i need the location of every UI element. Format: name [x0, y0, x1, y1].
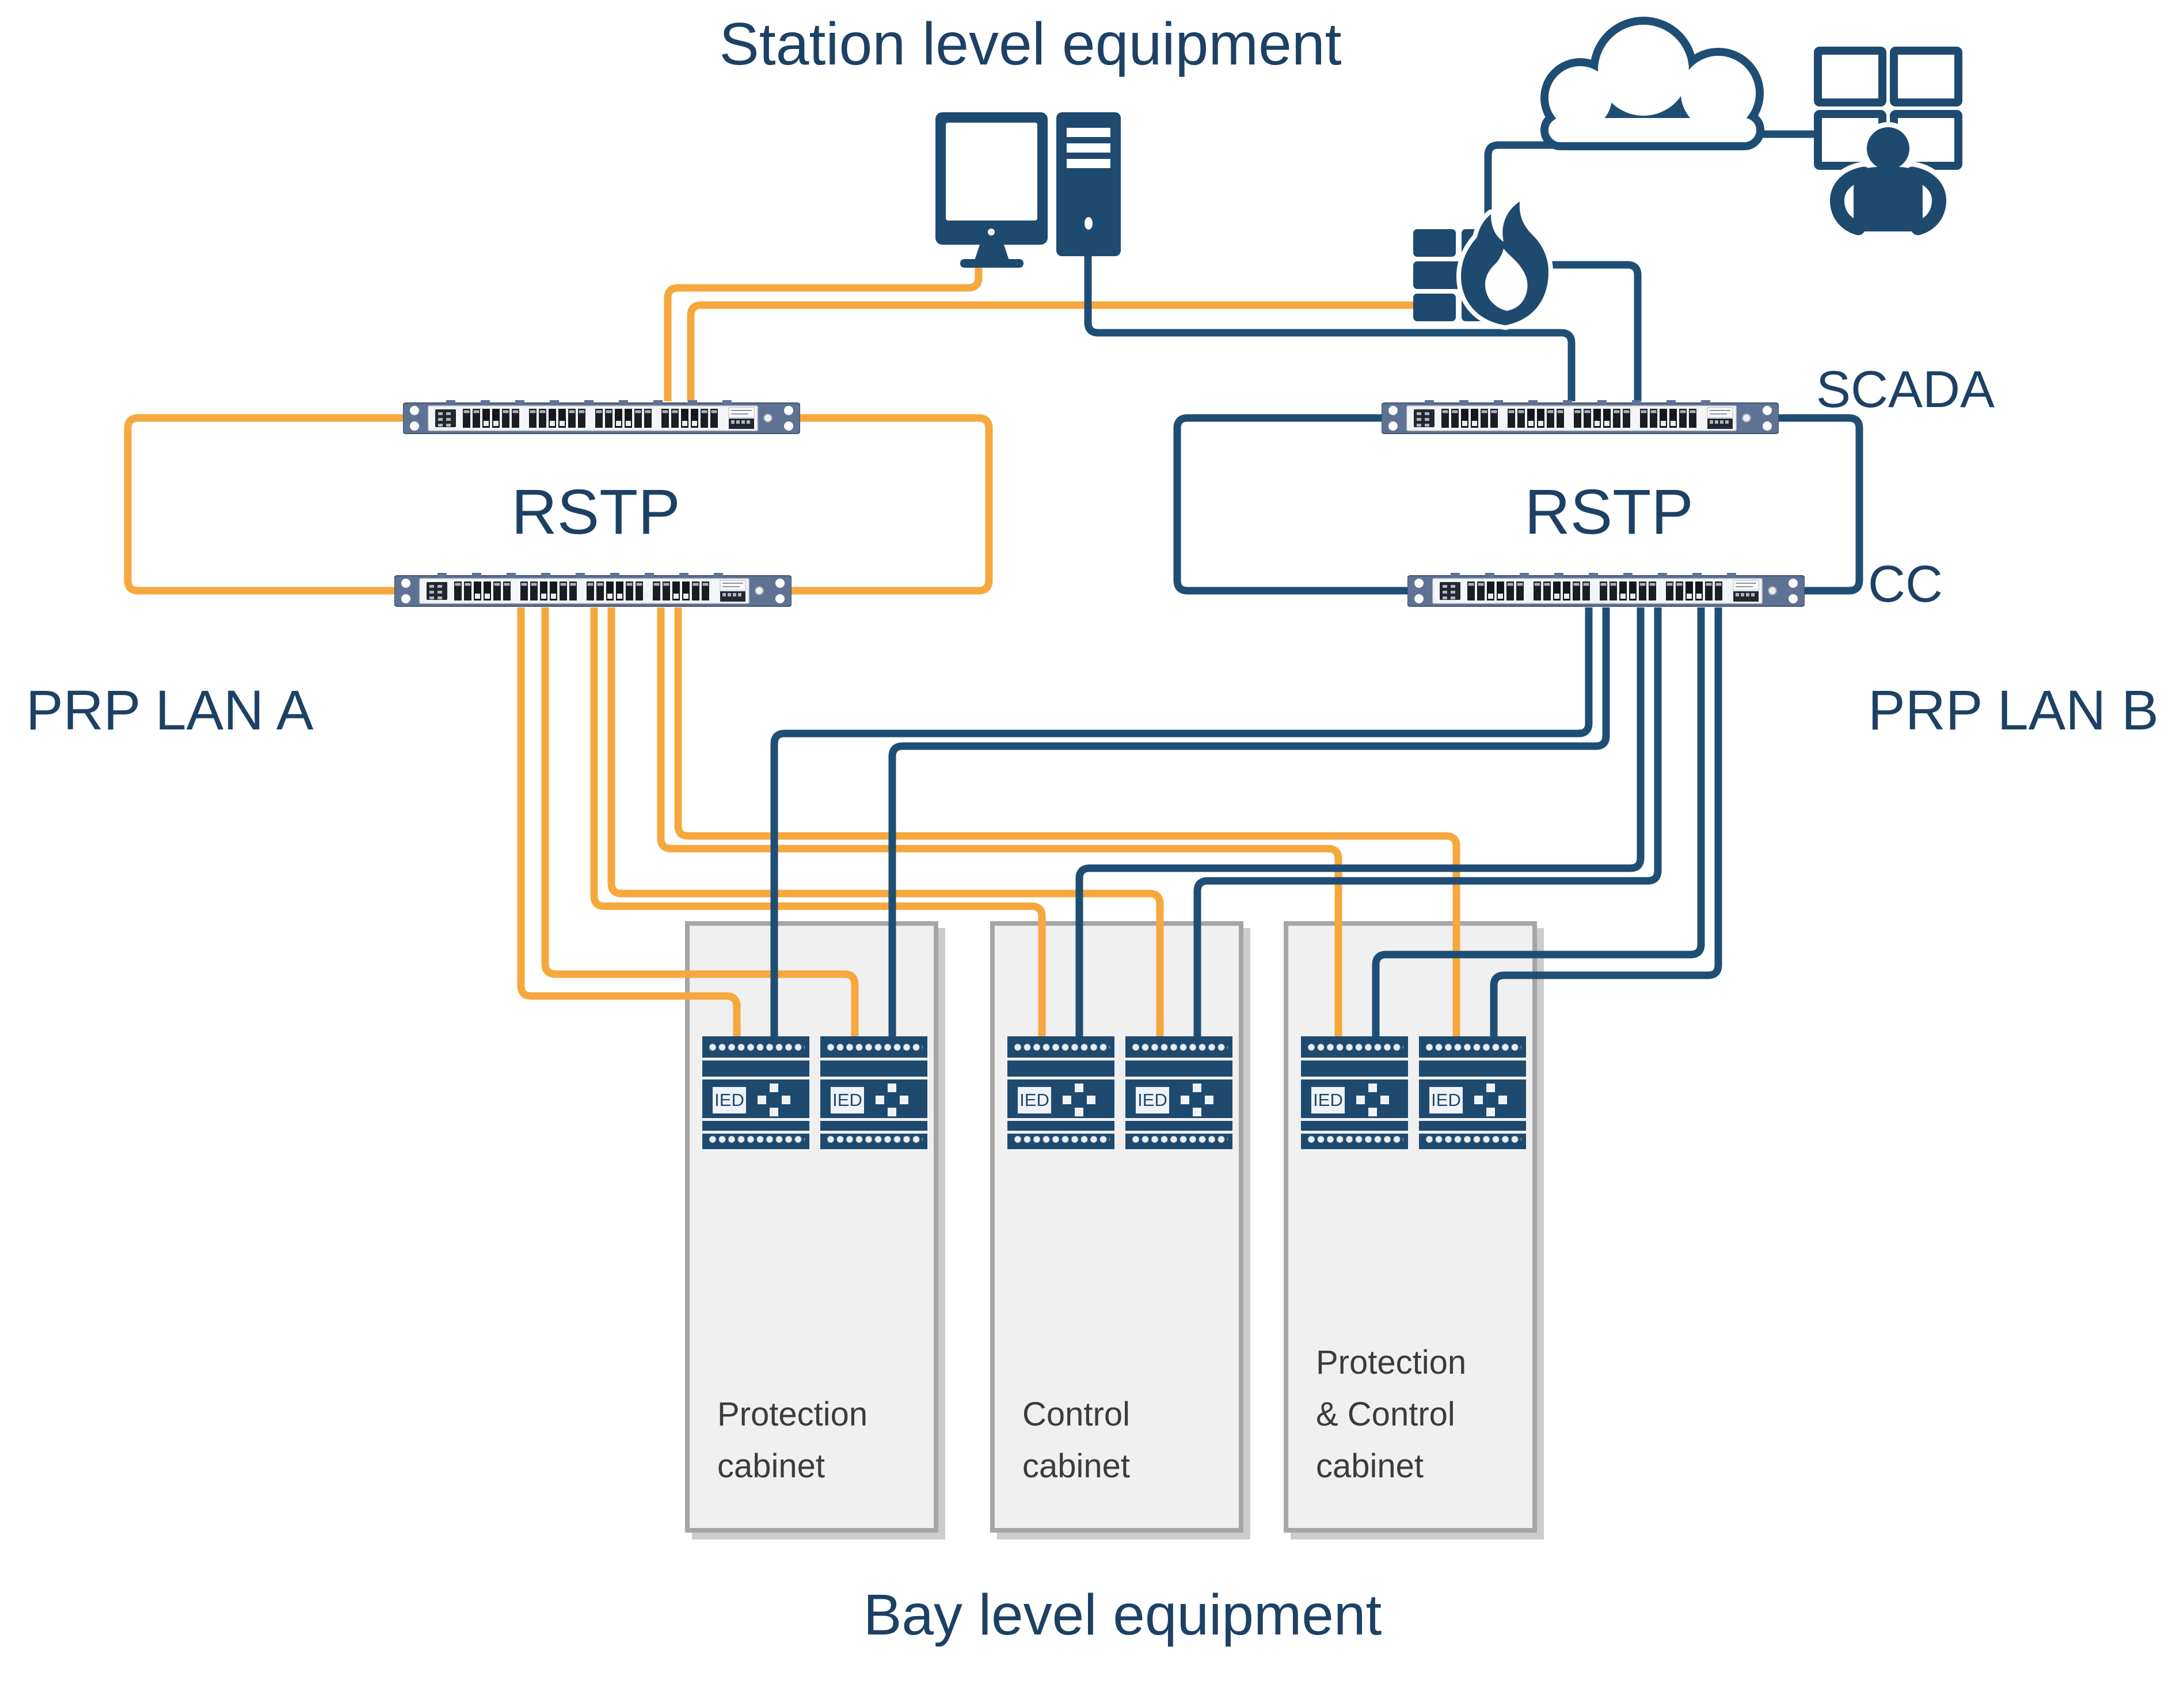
- workstation-to-lan-a-cable: [664, 259, 983, 401]
- cabinet-label-line: cabinet: [1316, 1447, 1424, 1485]
- led-square: [782, 1096, 790, 1104]
- led-square: [1087, 1096, 1095, 1104]
- led-square: [1205, 1096, 1213, 1104]
- flame-icon: [1456, 197, 1553, 330]
- terminal-screws: [708, 1041, 805, 1053]
- prp-lan-a-label: PRP LAN A: [26, 679, 314, 742]
- lan-a-ring: [124, 414, 993, 595]
- terminal-screws: [1425, 1041, 1521, 1053]
- led-square: [1474, 1096, 1483, 1104]
- led-square: [1486, 1084, 1495, 1092]
- terminal-screws: [826, 1134, 923, 1145]
- led-square: [770, 1108, 778, 1116]
- control-cabinet: Control cabinet: [990, 921, 1243, 1533]
- led-square: [1368, 1108, 1377, 1116]
- led-square: [1193, 1084, 1201, 1092]
- ied-device-4: IED: [1125, 1036, 1232, 1149]
- led-square: [876, 1096, 884, 1104]
- rstp-label-lan-b: RSTP: [1524, 477, 1694, 548]
- terminal-screws: [1425, 1134, 1521, 1145]
- led-square: [1181, 1096, 1189, 1104]
- workstation-icon: [935, 112, 1121, 268]
- led-square: [1193, 1108, 1201, 1116]
- ied-device-5: IED: [1301, 1036, 1408, 1149]
- terminal-screws: [1307, 1041, 1403, 1053]
- ied-label: IED: [1136, 1087, 1169, 1113]
- led-square: [1486, 1108, 1495, 1116]
- cabinet-label: Control cabinet: [1022, 1389, 1130, 1492]
- terminal-screws: [1131, 1041, 1228, 1053]
- cabinet-label: Protection & Control cabinet: [1316, 1337, 1466, 1492]
- scada-label-line: SCADA: [1816, 361, 1995, 419]
- ied-device-1: IED: [702, 1036, 809, 1149]
- scada-cc-label: SCADA CC: [1761, 228, 2049, 746]
- cloud-icon: [1540, 17, 1764, 150]
- terminal-screws: [708, 1134, 805, 1145]
- computer-tower-icon: [1056, 112, 1121, 256]
- led-square: [888, 1084, 896, 1092]
- firewall-icon: [1413, 197, 1553, 330]
- rstp-label-lan-a: RSTP: [511, 477, 680, 548]
- operator-person-icon: [1824, 122, 1952, 241]
- led-square: [888, 1108, 896, 1116]
- lan-a-ied-cables: [517, 607, 1460, 1037]
- network-switch-lan-b-bottom: [1407, 573, 1805, 606]
- led-square: [1075, 1108, 1083, 1116]
- cabinet-label-line: Protection: [1316, 1344, 1467, 1381]
- led-square: [1063, 1096, 1071, 1104]
- led-square: [758, 1096, 766, 1104]
- led-square: [1498, 1096, 1507, 1104]
- terminal-screws: [1013, 1041, 1110, 1053]
- terminal-screws: [1131, 1134, 1228, 1145]
- led-square: [900, 1096, 908, 1104]
- scada-operator-icon: [1814, 47, 1962, 241]
- lan-b-ring: [1173, 414, 1863, 595]
- ied-device-6: IED: [1419, 1036, 1526, 1149]
- firewall-to-lan-a-cable: [687, 301, 1415, 401]
- protection-cabinet: Protection cabinet: [685, 921, 938, 1533]
- cabinet-label-line: cabinet: [1022, 1447, 1131, 1485]
- ied-label: IED: [713, 1087, 746, 1113]
- scada-monitors-icon: [1814, 47, 1962, 170]
- cabinet-label-line: & Control: [1316, 1396, 1455, 1433]
- led-square: [1368, 1084, 1377, 1092]
- cabinet-label-line: Protection: [717, 1396, 868, 1433]
- ied-label: IED: [1311, 1087, 1345, 1113]
- network-switch-lan-a-top: [403, 400, 800, 434]
- cabinet-label-line: Control: [1022, 1396, 1130, 1433]
- network-switch-lan-a-bottom: [394, 573, 792, 606]
- network-switch-lan-b-top: [1382, 400, 1779, 434]
- ied-device-3: IED: [1007, 1036, 1114, 1149]
- ied-label: IED: [1018, 1087, 1051, 1113]
- workstation-to-lan-b-cable: [1084, 255, 1576, 401]
- monitor-icon: [935, 112, 1048, 268]
- cloud-to-firewall-cable: [1484, 141, 1580, 229]
- cabinet-label-line: cabinet: [717, 1447, 825, 1485]
- lan-b-ied-cables: [770, 607, 1722, 1037]
- cabinet-label: Protection cabinet: [717, 1389, 867, 1492]
- ied-label: IED: [831, 1087, 864, 1113]
- led-square: [1075, 1084, 1083, 1092]
- terminal-screws: [826, 1041, 923, 1053]
- station-level-title: Station level equipment: [719, 11, 1342, 78]
- terminal-screws: [1307, 1134, 1403, 1145]
- scada-label-line: CC: [1868, 555, 1943, 613]
- bay-level-title: Bay level equipment: [863, 1583, 1382, 1647]
- ied-label: IED: [1429, 1087, 1463, 1113]
- firewall-to-lan-b-cable: [1527, 261, 1642, 401]
- led-square: [1380, 1096, 1389, 1104]
- led-square: [770, 1084, 778, 1092]
- led-square: [1356, 1096, 1365, 1104]
- prp-lan-b-label: PRP LAN B: [1868, 679, 2159, 742]
- ied-device-2: IED: [820, 1036, 927, 1149]
- terminal-screws: [1013, 1134, 1110, 1145]
